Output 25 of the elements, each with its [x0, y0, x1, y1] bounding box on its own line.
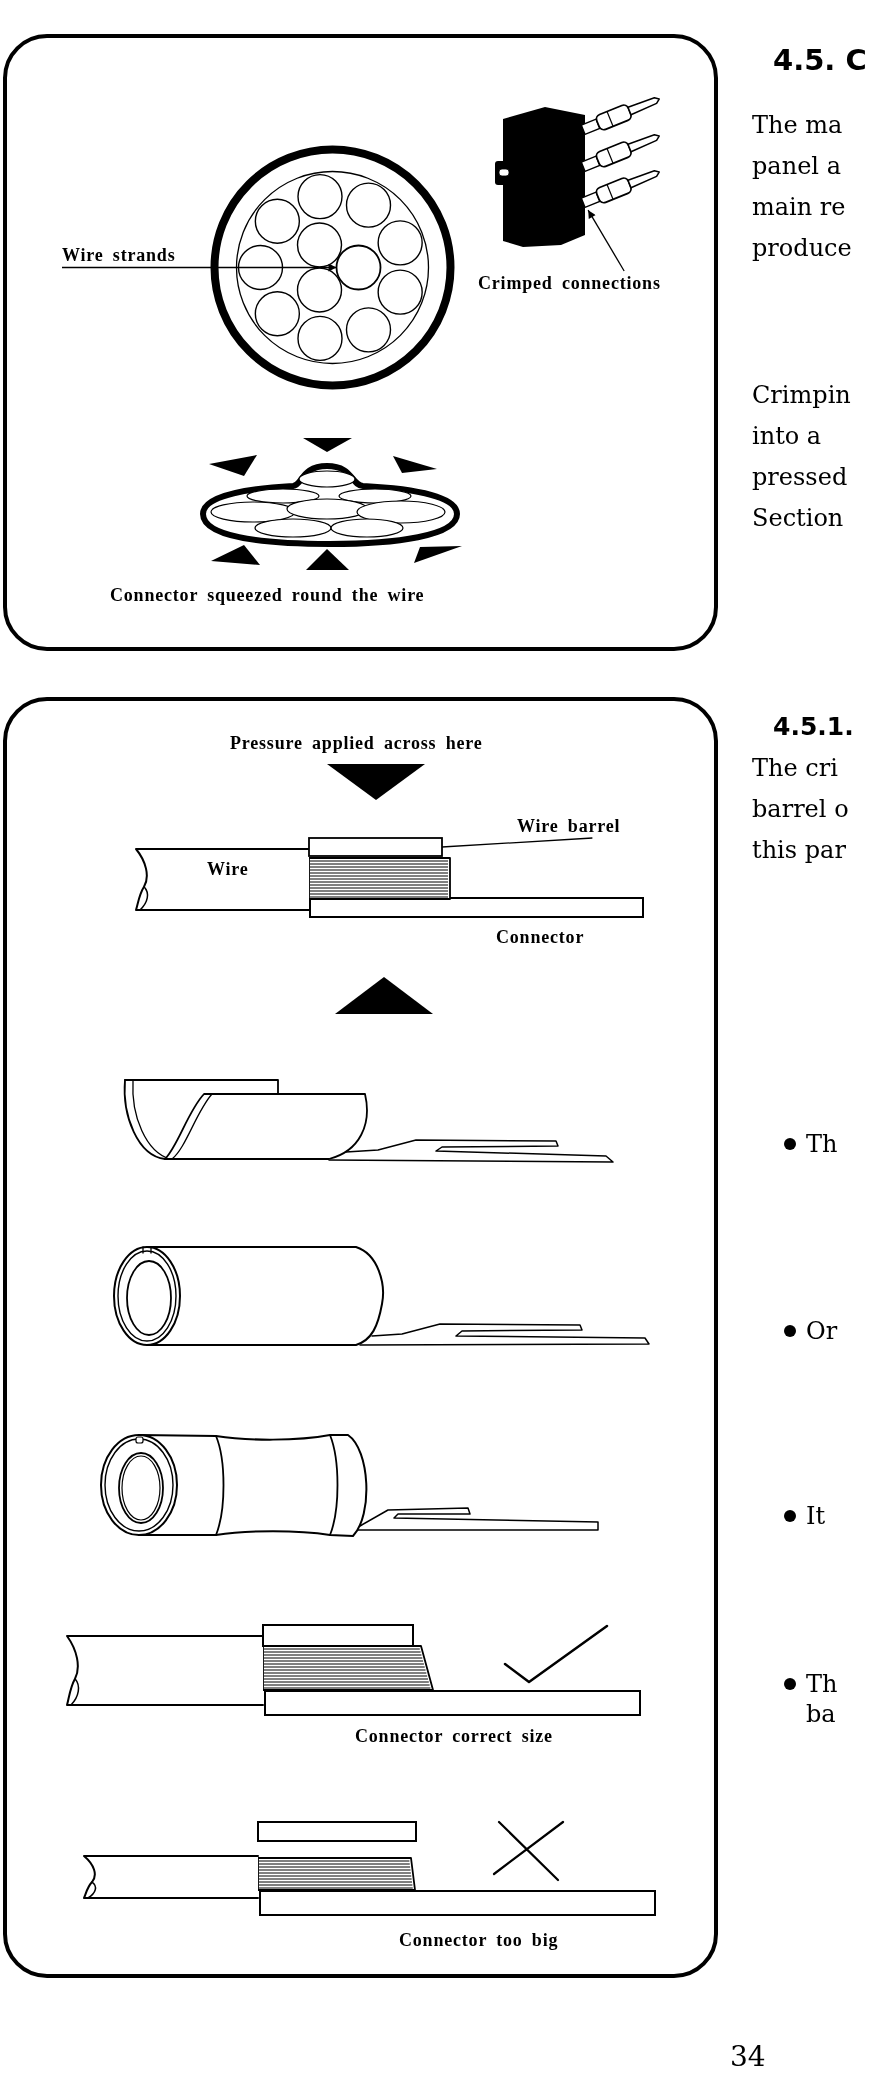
part-label: Connector	[496, 926, 585, 948]
section-heading: 4.5.1.	[773, 712, 854, 742]
list-item-text: It	[806, 1501, 827, 1531]
section-heading: 4.5. C	[773, 42, 867, 78]
callout-label: Wire barrel	[517, 815, 621, 837]
list-item-text: Th	[806, 1129, 839, 1159]
leader-line	[587, 209, 625, 272]
paragraph: Crimpin into a pressed Section	[752, 380, 852, 534]
wire-strand	[335, 244, 382, 291]
paragraph: The ma panel a main re produce	[752, 110, 853, 264]
leader-line	[441, 837, 594, 848]
page-number: 34	[730, 2040, 766, 2074]
paragraph: The cri barrel o this par	[752, 753, 850, 866]
callout-label: Crimped connections	[478, 272, 661, 294]
list-item-text: Th ba	[806, 1669, 839, 1729]
part-label: Wire	[207, 858, 249, 880]
wire-barrel-plate	[308, 837, 443, 857]
callout-label: Wire strands	[62, 244, 176, 266]
list-item-text: Or	[806, 1316, 839, 1346]
figure-caption: Connector too big	[399, 1929, 559, 1951]
figure-caption: Connector correct size	[355, 1725, 553, 1747]
crimped-terminal	[580, 170, 660, 209]
figure-caption: Connector squeezed round the wire	[110, 584, 425, 606]
annotation-text: Pressure applied across here	[230, 732, 483, 754]
leader-line	[61, 263, 338, 272]
